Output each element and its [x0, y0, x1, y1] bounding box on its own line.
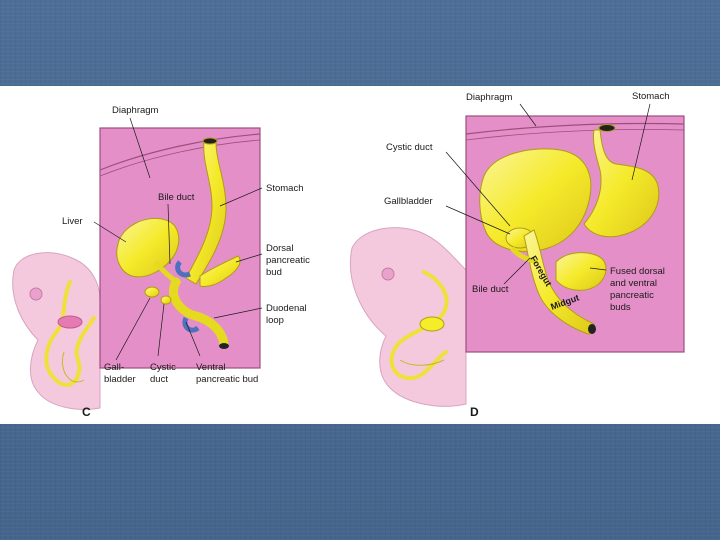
embryo-d-liver — [419, 316, 445, 332]
gallbladder-c — [144, 286, 160, 298]
stomach-opening-c — [202, 137, 218, 145]
label-fused-d-1: Fused dorsal — [610, 266, 665, 277]
midgut-opening-d — [588, 324, 596, 334]
stomach-d — [583, 129, 660, 238]
label-ventral-c-2: pancreatic bud — [196, 374, 258, 385]
pancreas-blue-c-2 — [182, 316, 200, 333]
embryo-d-gut-2 — [399, 359, 445, 366]
panel-letter-d: D — [470, 405, 479, 419]
label-dorsal-c-3: bud — [266, 267, 282, 278]
stomach-tube-c — [185, 141, 227, 285]
label-duodenal-c-2: loop — [266, 315, 284, 326]
label-cystic-duct-d: Cystic duct — [386, 142, 433, 153]
embryo-d-eye — [381, 267, 395, 281]
label-dorsal-c-1: Dorsal — [266, 243, 293, 254]
label-duodenal-c-1: Duodenal — [266, 303, 307, 314]
panel-letter-c: C — [82, 405, 91, 419]
label-fused-d-3: pancreatic — [610, 290, 654, 301]
cystic-c — [160, 295, 172, 305]
embryo-c-heart — [57, 315, 83, 329]
liver-c — [116, 218, 180, 278]
label-gall-c-1: Gall- — [104, 362, 124, 373]
duodenal-opening-c — [219, 343, 229, 349]
label-fused-d-4: buds — [610, 302, 631, 313]
diaphragm-curve-c-2 — [99, 139, 261, 177]
diaphragm-curve-d-2 — [465, 129, 685, 141]
stomach-opening-d — [598, 124, 616, 132]
label-cystic-c-1: Cystic — [150, 362, 176, 373]
panel-c: Diaphragm Bile duct Stomach Liver Dorsal… — [12, 105, 310, 419]
label-liver-c: Liver — [62, 216, 83, 227]
label-dorsal-c-2: pancreatic — [266, 255, 310, 266]
embryo-d-gut — [389, 270, 449, 381]
diaphragm-curve-c — [99, 133, 261, 171]
liver-d — [479, 148, 592, 252]
diaphragm-curve-d — [465, 122, 685, 135]
label-bile-duct-d: Bile duct — [472, 284, 509, 295]
label-fused-d-2: and ventral — [610, 278, 657, 289]
label-gallbladder-d: Gallbladder — [384, 196, 433, 207]
embryo-c-gut-inner — [62, 351, 85, 383]
dorsal-bud-c — [199, 255, 241, 287]
label-cystic-c-2: duct — [150, 374, 168, 385]
label-bile-duct-c: Bile duct — [158, 192, 195, 203]
duodenal-loop-c — [169, 277, 229, 349]
pancreas-blue-c-1 — [175, 260, 191, 278]
label-ventral-c-1: Ventral — [196, 362, 226, 373]
label-diaphragm-d: Diaphragm — [466, 92, 513, 103]
fused-buds-d — [555, 252, 607, 291]
bile-duct-d — [510, 246, 539, 265]
label-diaphragm-c: Diaphragm — [112, 105, 159, 116]
embryo-c-eye — [29, 287, 43, 301]
label-stomach-d: Stomach — [632, 91, 670, 102]
label-gall-c-2: bladder — [104, 374, 136, 385]
label-stomach-c: Stomach — [266, 183, 304, 194]
panel-d: Diaphragm Stomach Cystic duct Gallbladde… — [350, 91, 685, 419]
